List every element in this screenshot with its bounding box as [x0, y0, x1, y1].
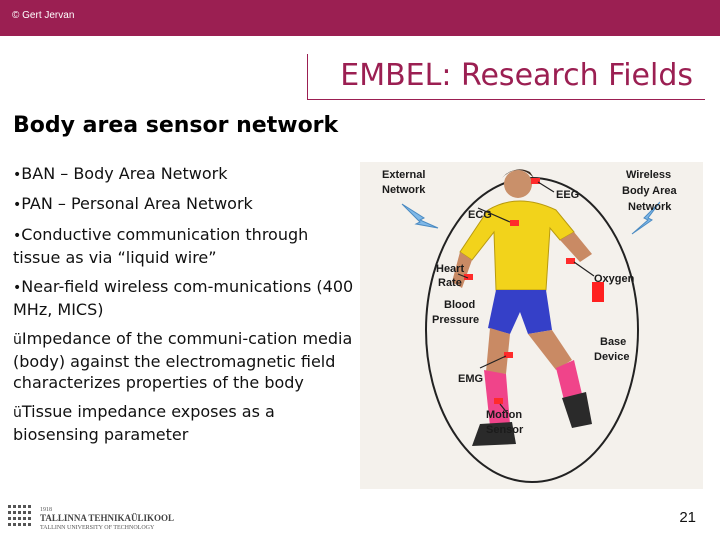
- label-motion-sensor-2: Sensor: [486, 424, 524, 436]
- slide-title: EMBEL: Research Fields: [340, 58, 693, 93]
- slide-subtitle: Body area sensor network: [13, 113, 339, 138]
- logo-name: TALLINNA TEHNIKAÜLIKOOL: [40, 513, 174, 523]
- bullet-item: •PAN – Personal Area Network: [13, 193, 358, 216]
- label-heart-rate-2: Rate: [438, 277, 462, 289]
- oxygen-sensor: [566, 258, 575, 264]
- bullet-marker: •: [13, 167, 22, 183]
- lightning-left-icon: [401, 203, 439, 229]
- bullet-text: Conductive communication through tissue …: [13, 225, 309, 267]
- eeg-sensor: [531, 178, 540, 184]
- checkmark-icon: ü: [13, 332, 22, 348]
- bullet-item: •BAN – Body Area Network: [13, 163, 358, 186]
- logo-mark-icon: 1918 TALLINNA TEHNIKAÜLIKOOL TALLINN UNI…: [8, 505, 174, 531]
- label-base-device: Base: [600, 336, 626, 348]
- bullet-item: •Conductive communication through tissue…: [13, 224, 358, 268]
- label-external-network: External: [382, 169, 425, 181]
- label-ecg: ECG: [468, 209, 492, 221]
- bullet-marker: •: [13, 280, 22, 296]
- bullet-text: Impedance of the communi-cation media (b…: [13, 329, 353, 392]
- lightning-right-icon: [631, 201, 661, 235]
- bullet-item: •Near-field wireless com-munications (40…: [13, 276, 358, 320]
- bullet-list: •BAN – Body Area Network •PAN – Personal…: [13, 163, 358, 453]
- label-wireless-ban-3: Network: [628, 201, 672, 213]
- base-device-icon: [592, 282, 604, 302]
- bullet-text: PAN – Personal Area Network: [21, 194, 253, 213]
- label-blood-pressure-2: Pressure: [432, 314, 479, 326]
- copyright-text: © Gert Jervan: [12, 10, 75, 21]
- logo-name-en: TALLINN UNIVERSITY OF TECHNOLOGY: [40, 525, 155, 531]
- label-heart-rate: Heart: [436, 263, 464, 275]
- emg-sensor: [504, 352, 513, 358]
- sensor-nodes: [464, 178, 604, 404]
- label-motion-sensor: Motion: [486, 409, 522, 421]
- blood-pressure-sensor: [464, 274, 473, 280]
- label-oxygen: Oxygen: [594, 273, 635, 285]
- label-eeg: EEG: [556, 189, 579, 201]
- label-wireless-ban-2: Body Area: [622, 185, 677, 197]
- label-wireless-ban: Wireless: [626, 169, 671, 181]
- logo-year: 1918: [40, 507, 52, 513]
- header-bar: © Gert Jervan: [0, 0, 720, 36]
- runner-head: [504, 170, 532, 198]
- bullet-marker: •: [13, 197, 22, 213]
- label-base-device-2: Device: [594, 351, 629, 363]
- ban-illustration: External Network Wireless Body Area Netw…: [382, 169, 677, 483]
- label-external-network-2: Network: [382, 184, 426, 196]
- runner-figure: [452, 169, 592, 446]
- bullet-marker: •: [13, 228, 22, 244]
- bullet-text: Near-field wireless com-munications (400…: [13, 277, 354, 319]
- ecg-sensor: [510, 220, 519, 226]
- bullet-text: BAN – Body Area Network: [21, 164, 228, 183]
- label-blood-pressure: Blood: [444, 299, 475, 311]
- university-logo: 1918 TALLINNA TEHNIKAÜLIKOOL TALLINN UNI…: [8, 503, 218, 533]
- bullet-text: Tissue impedance exposes as a biosensing…: [13, 402, 275, 444]
- page-number: 21: [679, 509, 696, 526]
- motion-sensor-node: [494, 398, 503, 404]
- title-box: EMBEL: Research Fields: [307, 54, 705, 100]
- bullet-item: üImpedance of the communi-cation media (…: [13, 328, 358, 393]
- checkmark-icon: ü: [13, 405, 22, 421]
- body-area-network-figure: External Network Wireless Body Area Netw…: [360, 162, 703, 489]
- bullet-item: üTissue impedance exposes as a biosensin…: [13, 401, 358, 445]
- label-emg: EMG: [458, 373, 483, 385]
- label-connectors: [457, 181, 595, 415]
